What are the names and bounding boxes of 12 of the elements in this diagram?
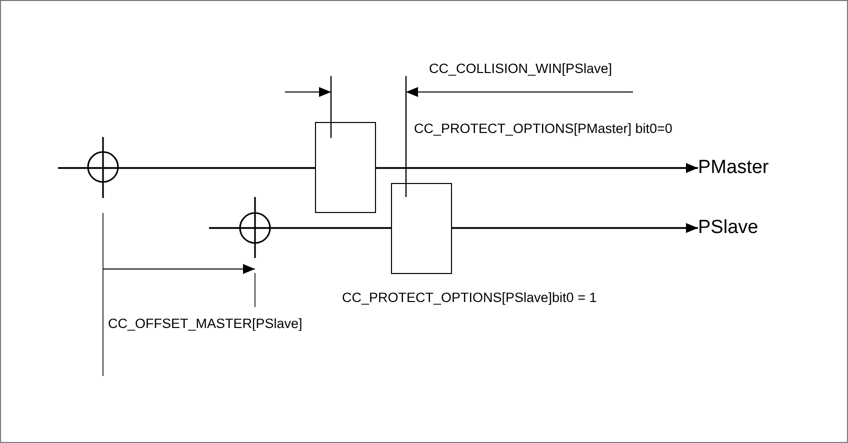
parameter-label: CC_OFFSET_MASTER[PSlave] xyxy=(108,316,302,332)
signal-arrow xyxy=(376,163,698,173)
timing-window-box xyxy=(391,183,452,274)
parameter-label: CC_PROTECT_OPTIONS[PMaster] bit0=0 xyxy=(414,121,672,137)
signal-name: PSlave xyxy=(698,217,758,239)
parameter-label: CC_COLLISION_WIN[PSlave] xyxy=(429,61,612,77)
signal-arrow xyxy=(452,223,698,233)
parameter-label: CC_PROTECT_OPTIONS[PSlave]bit0 = 1 xyxy=(342,290,597,306)
timing-window-box xyxy=(315,122,376,213)
signal-line xyxy=(209,227,391,229)
signal-name: PMaster xyxy=(698,157,769,179)
signal-line xyxy=(58,167,315,169)
